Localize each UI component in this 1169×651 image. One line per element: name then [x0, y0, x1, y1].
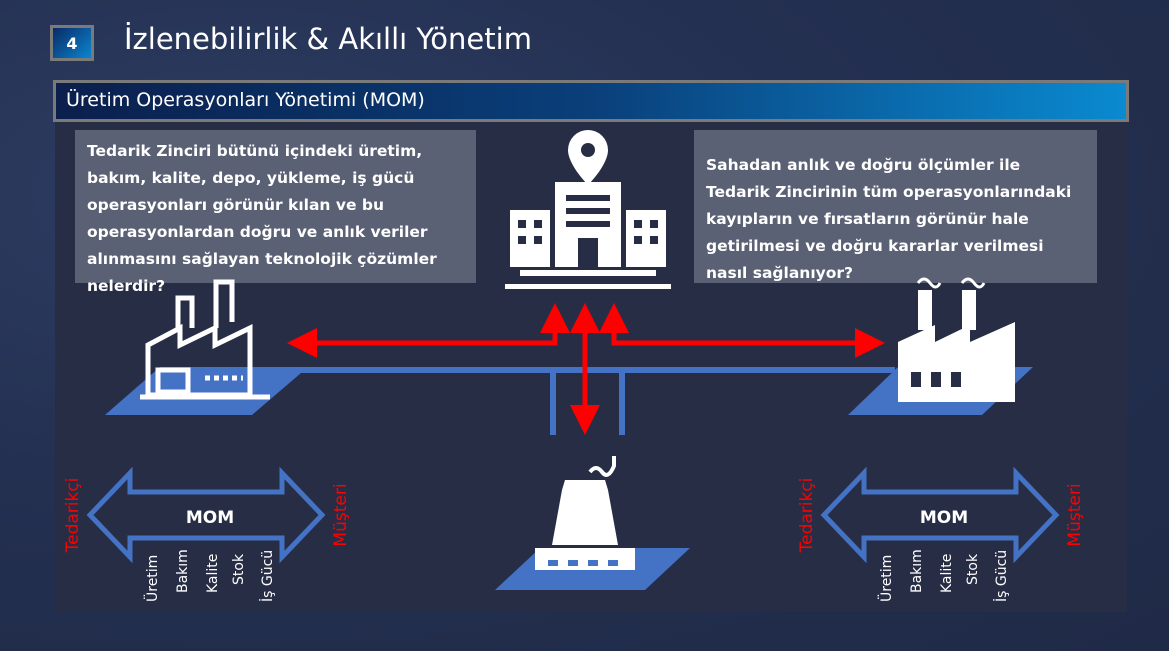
customer-label: Müşteri [331, 483, 351, 546]
left-question-box: Tedarik Zinciri bütünü içindeki üretim, … [75, 130, 476, 295]
item-bakim: Bakım [909, 549, 925, 593]
item-kalite: Kalite [939, 554, 955, 593]
supplier-label: Tedarikçi [63, 478, 83, 554]
right-double-arrow [820, 466, 1060, 564]
slide-number: 4 [66, 33, 78, 53]
mom-label: MOM [920, 508, 968, 528]
page-title: İzlenebilirlik & Akıllı Yönetim [124, 22, 532, 56]
red-data-flow-arrows [287, 303, 885, 435]
slide-number-badge: 4 [50, 25, 94, 61]
item-stok: Stok [231, 553, 247, 585]
left-mom-flow: MOM Tedarikçi Müşteri Üretim Bakım Kalit… [63, 466, 351, 602]
left-factory-icon [140, 279, 270, 400]
item-is-gucu: İş Gücü [258, 550, 276, 602]
headquarters-building-icon [505, 130, 671, 289]
right-mom-flow: MOM Tedarikçi Müşteri Üretim Bakım Kalit… [797, 466, 1085, 602]
item-uretim: Üretim [877, 555, 895, 602]
right-question-box: Sahadan anlık ve doğru ölçümler ile Teda… [694, 130, 1097, 283]
left-double-arrow [86, 466, 326, 564]
section-header: Üretim Operasyonları Yönetimi (MOM) [53, 80, 1129, 122]
right-factory-icon [898, 277, 1015, 402]
item-is-gucu: İş Gücü [992, 550, 1010, 602]
item-stok: Stok [965, 553, 981, 585]
supplier-label: Tedarikçi [797, 478, 817, 554]
left-platform [105, 367, 308, 415]
blue-connector-lines [295, 367, 895, 435]
cooling-tower-icon [535, 456, 635, 570]
mom-label: MOM [186, 508, 234, 528]
item-uretim: Üretim [143, 555, 161, 602]
item-kalite: Kalite [205, 554, 221, 593]
item-bakim: Bakım [175, 549, 191, 593]
customer-label: Müşteri [1065, 483, 1085, 546]
